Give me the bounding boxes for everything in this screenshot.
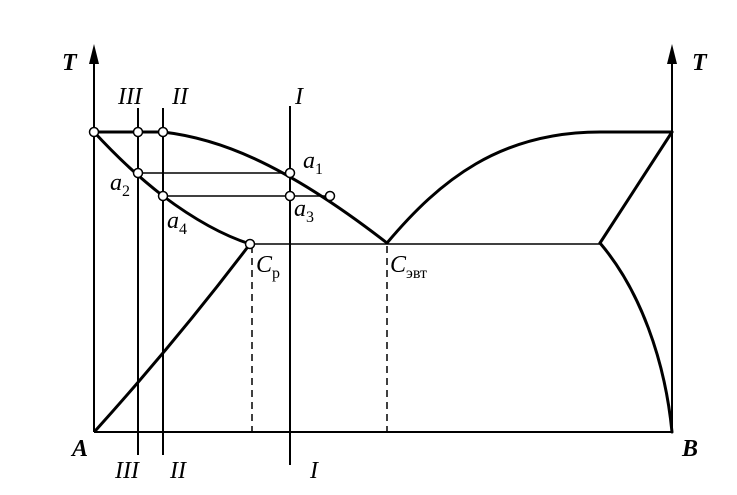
left-axis-arrow <box>89 44 99 64</box>
marker-points <box>88 126 336 250</box>
solvus-left <box>94 242 252 432</box>
dashed-projections <box>251 246 388 432</box>
label-ceut: Cэвт <box>390 252 427 282</box>
section-lines <box>137 106 291 465</box>
point-III-top <box>132 126 144 138</box>
point-cp <box>244 238 256 250</box>
axes <box>89 44 677 433</box>
tie-lines <box>138 172 600 245</box>
point-a3-liquidus <box>324 190 336 202</box>
label-III-top: III <box>117 84 143 110</box>
point-a4 <box>157 190 169 202</box>
point-A-liquidus <box>88 126 100 138</box>
label-II-top: II <box>171 84 189 110</box>
liquidus-right <box>385 130 674 245</box>
right-axis-arrow <box>667 44 677 64</box>
left-axis-label: T <box>62 50 78 76</box>
phase-boundaries <box>92 130 674 434</box>
label-III-bottom: III <box>114 458 140 484</box>
label-cp: Cр <box>256 252 280 282</box>
label-B: B <box>681 436 698 462</box>
label-a1: a1 <box>303 148 323 178</box>
point-II-top <box>157 126 169 138</box>
solvus-right <box>598 241 674 434</box>
label-I-bottom: I <box>309 458 319 484</box>
label-a4: a4 <box>167 208 187 238</box>
label-a2: a2 <box>110 170 130 200</box>
label-A: A <box>70 436 88 462</box>
point-a3 <box>284 190 296 202</box>
right-axis-label: T <box>692 50 708 76</box>
label-I-top: I <box>294 84 304 110</box>
liquidus-top-left <box>92 130 389 245</box>
label-a3: a3 <box>294 196 314 226</box>
point-a1 <box>284 167 296 179</box>
solidus-right <box>598 130 674 245</box>
label-II-bottom: II <box>169 458 187 484</box>
point-a2 <box>132 167 144 179</box>
